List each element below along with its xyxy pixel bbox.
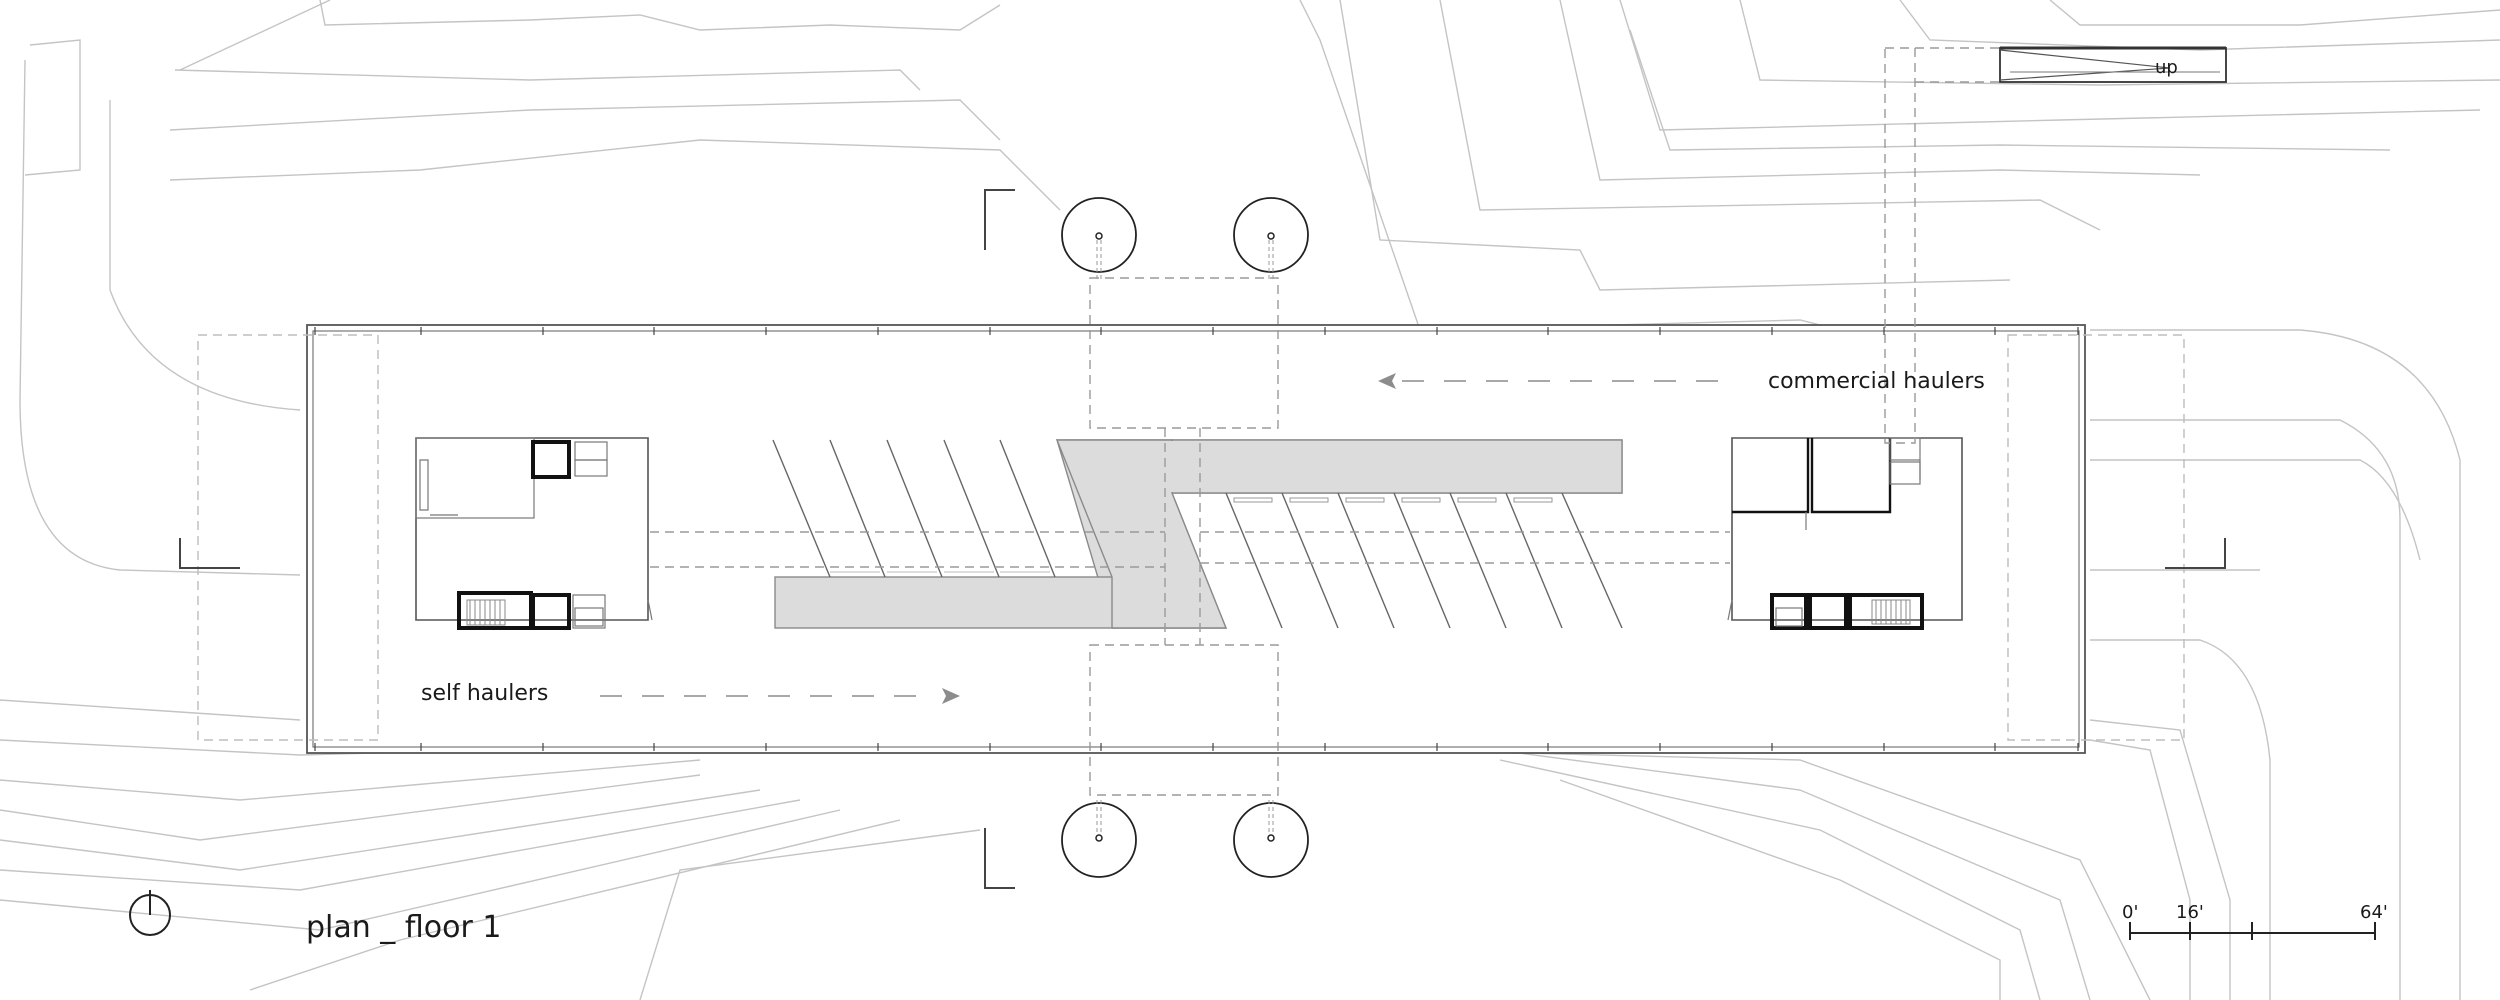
column-grid-bottom: [314, 743, 2079, 751]
arrow-right-icon: [942, 688, 960, 704]
silo-footprints: [1089, 277, 1279, 796]
column-grid-top: [314, 327, 2079, 335]
commercial-flow-arrow: [1378, 373, 1738, 389]
scale-tick-16: 16': [2176, 902, 2204, 923]
tipping-bays-left: [772, 439, 1056, 578]
scale-tick-64: 64': [2360, 902, 2388, 923]
silo-bottom-left: [1061, 802, 1137, 878]
north-arrow-icon: [129, 890, 171, 936]
silo-top-right: [1233, 197, 1309, 273]
arrow-left-icon: [1378, 373, 1396, 389]
ramp-shapes: [774, 439, 1623, 629]
scale-bar: 0' 16' 64': [2122, 902, 2388, 940]
up-ramp-area: [1884, 46, 2227, 444]
commercial-haulers-label: commercial haulers: [1768, 369, 1985, 394]
silo-top-left: [1061, 197, 1137, 273]
drawing-title: plan _ floor 1: [306, 910, 501, 945]
self-haulers-label: self haulers: [421, 681, 548, 706]
left-service-core: [415, 437, 653, 630]
conveyor-lines: [650, 428, 1730, 645]
scale-tick-0: 0': [2122, 902, 2138, 923]
section-markers: [179, 189, 2226, 889]
right-service-core: [1727, 437, 1963, 630]
silos: [1061, 197, 1309, 878]
silo-bottom-right: [1233, 802, 1309, 878]
tipping-bays-right: [1225, 492, 1623, 629]
building-footprint: [197, 324, 2185, 754]
self-flow-arrow: [600, 688, 960, 704]
up-label: up: [2155, 57, 2178, 78]
